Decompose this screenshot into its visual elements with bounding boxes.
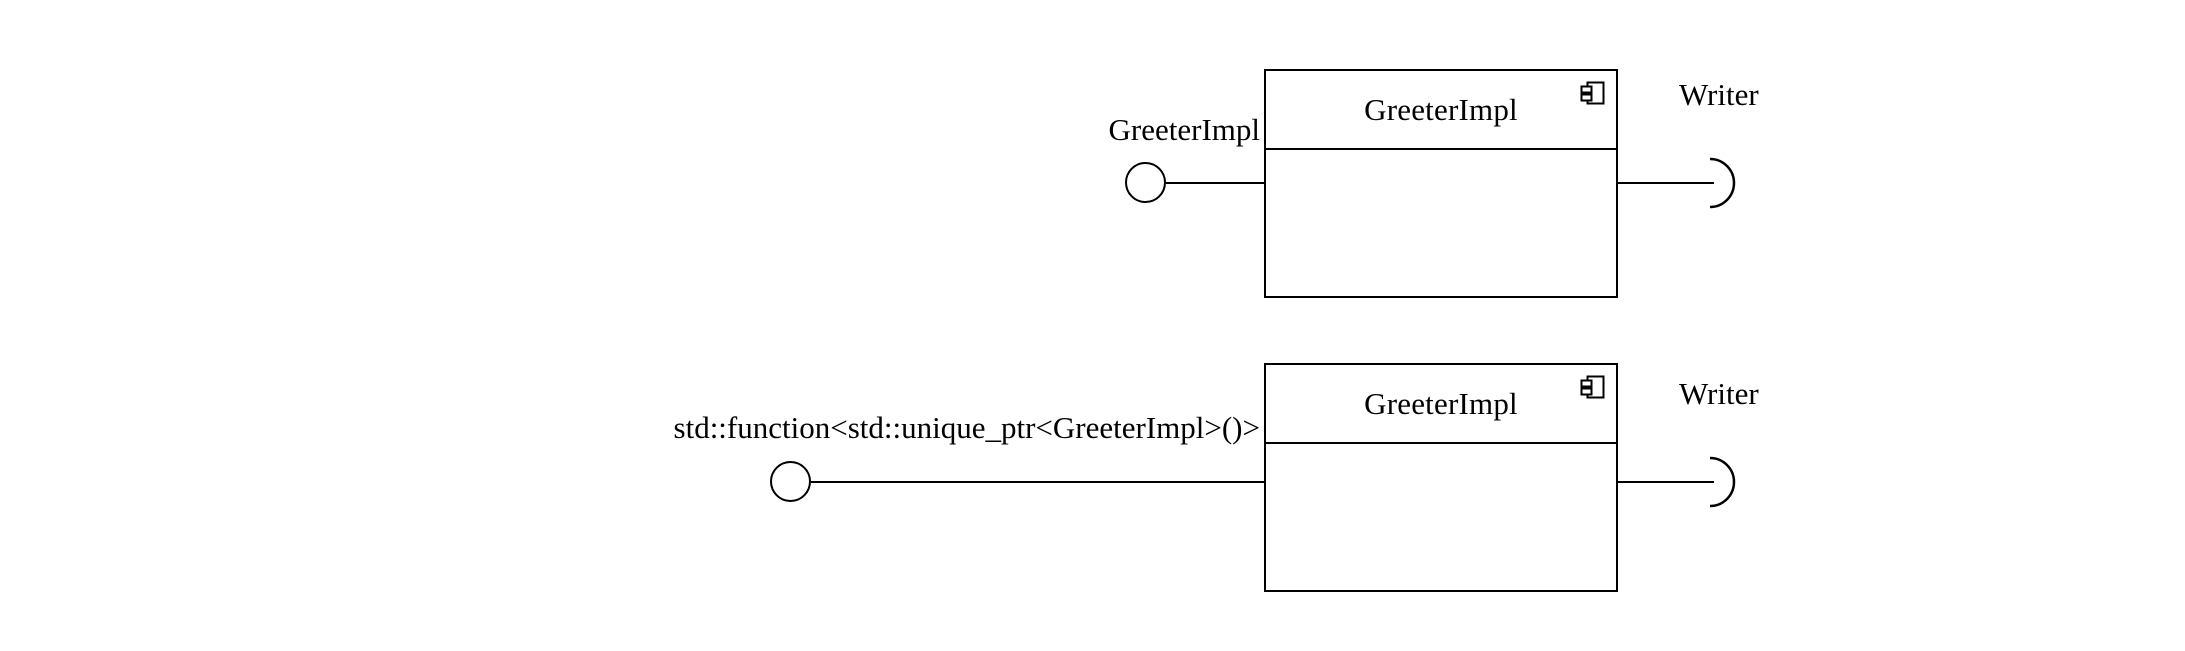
component-header-bottom: GreeterImpl — [1266, 365, 1616, 444]
provided-interface-label-top: GreeterImpl — [1108, 112, 1260, 147]
provided-interface-label-bottom: std::function<std::unique_ptr<GreeterImp… — [673, 410, 1260, 445]
required-interface-socket-bottom[interactable] — [1706, 456, 1740, 513]
required-interface-label-top: Writer — [1679, 77, 1759, 112]
component-box-bottom[interactable]: GreeterImpl — [1264, 363, 1618, 592]
required-interface-connector-top — [1618, 182, 1714, 184]
component-title-bottom: GreeterImpl — [1364, 385, 1518, 421]
component-icon-bottom — [1580, 374, 1606, 400]
component-title-top: GreeterImpl — [1364, 91, 1518, 127]
component-body-bottom — [1266, 444, 1616, 590]
required-interface-label-bottom: Writer — [1679, 376, 1759, 411]
provided-interface-connector-top — [1166, 182, 1266, 184]
component-box-top[interactable]: GreeterImpl — [1264, 69, 1618, 298]
required-interface-connector-bottom — [1618, 481, 1714, 483]
component-icon-top — [1580, 80, 1606, 106]
provided-interface-connector-bottom — [811, 481, 1266, 483]
required-interface-socket-top[interactable] — [1706, 157, 1740, 214]
component-header-top: GreeterImpl — [1266, 71, 1616, 150]
component-body-top — [1266, 150, 1616, 296]
provided-interface-ball-bottom[interactable] — [770, 461, 811, 502]
provided-interface-ball-top[interactable] — [1125, 162, 1166, 203]
